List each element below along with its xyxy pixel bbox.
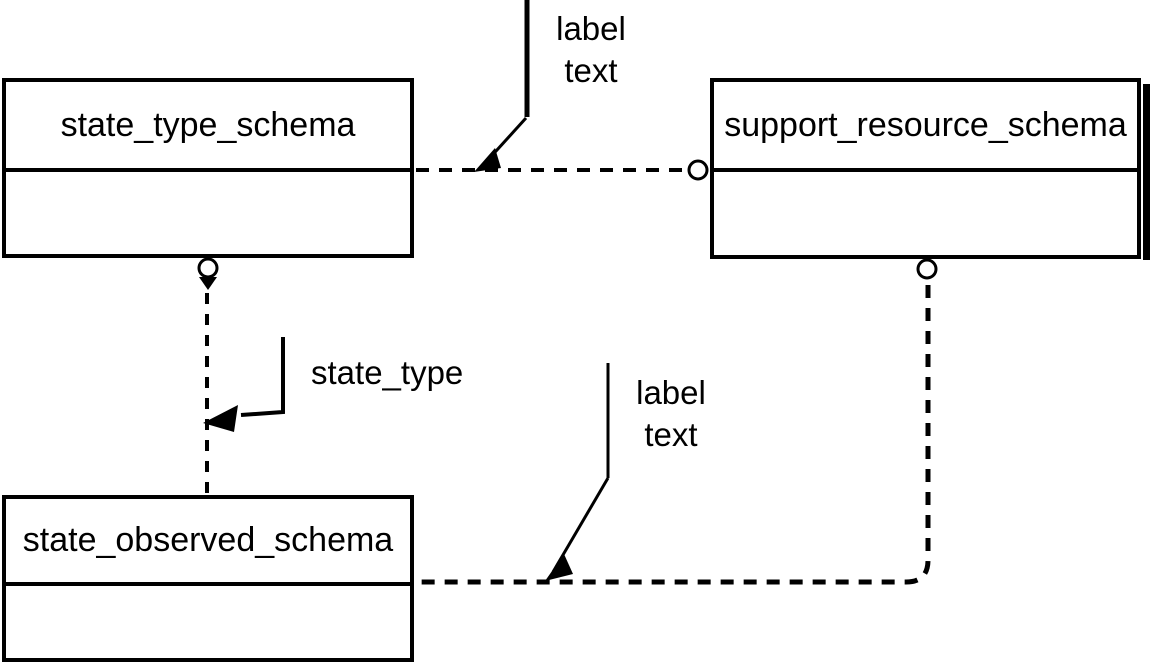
entity-attributes-support-resource-schema: [714, 172, 1137, 255]
entity-box-state-type-schema: state_type_schema: [2, 78, 414, 258]
entity-title-state-observed-schema: state_observed_schema: [6, 499, 410, 586]
entity-title-support-resource-schema: support_resource_schema: [714, 82, 1137, 172]
edge-label-top: label text: [531, 8, 651, 92]
connector-line-support-resource-to-state-observed: [416, 285, 931, 585]
circle-connector-support-resource-bottom: [916, 258, 938, 280]
circle-connector-support-resource-left: [687, 159, 709, 181]
arrow-connector-state-type-bottom: [199, 277, 217, 290]
leader-line-bottom-label-diagonal: [551, 477, 610, 573]
entity-box-support-resource-schema: support_resource_schema: [710, 78, 1141, 259]
circle-connector-state-type-bottom: [197, 257, 219, 279]
leader-line-state-type: [240, 337, 285, 417]
edge-label-bottom: label text: [611, 372, 731, 456]
arrowhead-bottom-label: [545, 554, 573, 581]
entity-box-state-observed-schema: state_observed_schema: [2, 495, 414, 662]
edge-label-state-type: state_type: [311, 354, 464, 391]
edge-label-bottom-line2: text: [644, 416, 698, 453]
edge-label-top-line2: text: [564, 52, 618, 89]
entity-title-state-type-schema: state_type_schema: [6, 82, 410, 172]
edge-label-top-line1: label: [556, 10, 626, 47]
entity-attributes-state-observed-schema: [6, 586, 410, 658]
arrowhead-top-label: [474, 148, 501, 172]
entity-shadow-edge: [1143, 84, 1150, 260]
arrowhead-state-type: [203, 405, 238, 432]
entity-attributes-state-type-schema: [6, 172, 410, 254]
edge-label-bottom-line1: label: [636, 374, 706, 411]
